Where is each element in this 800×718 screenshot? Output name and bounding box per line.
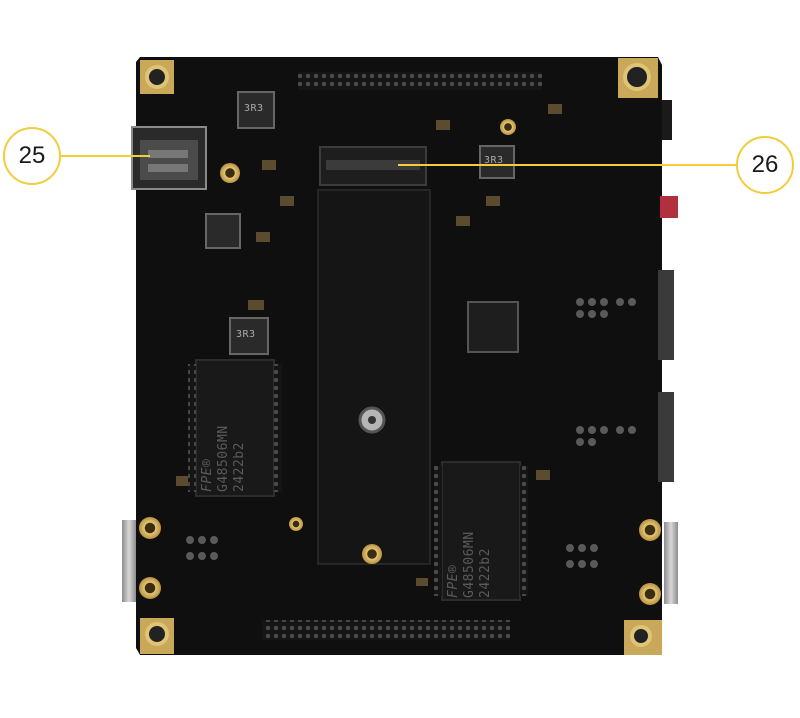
chip-2-part-number: G48506MN <box>462 531 477 598</box>
callout-26-number: 26 <box>751 151 779 178</box>
inductor-2 <box>205 213 241 249</box>
mount-hole-tl <box>145 65 169 89</box>
inductor-3 <box>229 317 269 355</box>
chip-1-brand: FPE® <box>200 458 215 492</box>
callout-26-leader <box>398 164 736 166</box>
callout-25-leader <box>60 155 150 157</box>
mount-hole-tr <box>623 63 651 91</box>
callout-25-badge: 25 <box>3 127 61 185</box>
smd-components <box>176 104 562 586</box>
mount-hole-bl <box>145 622 169 646</box>
chip-1-part-number: G48506MN <box>216 425 231 492</box>
via-clusters <box>186 298 636 568</box>
gold-test-points <box>139 119 661 605</box>
mount-hole-br <box>630 625 652 647</box>
left-connector-bottom <box>122 520 136 602</box>
m2-module-area <box>317 189 431 565</box>
right-connector-upper <box>658 270 674 360</box>
right-edge-bracket <box>662 100 672 140</box>
inductor-2-marking: 3R3 <box>236 329 256 340</box>
inductor-3-marking: 3R3 <box>484 155 504 166</box>
chip-2-brand: FPE® <box>446 564 461 598</box>
callout-25-number: 25 <box>18 142 46 169</box>
callout-26-badge: 26 <box>736 136 794 194</box>
chip-2-marking: FPE® G48506MN 2422b2 <box>446 531 494 598</box>
chip-2-date-code: 2422b2 <box>478 548 493 598</box>
inductor-4 <box>479 145 515 179</box>
chip-1-marking: FPE® G48506MN 2422b2 <box>200 425 248 492</box>
chip-1-date-code: 2422b2 <box>232 442 247 492</box>
right-connector-bottom <box>664 522 678 604</box>
inductor-1 <box>237 91 275 129</box>
inductor-1-marking: 3R3 <box>244 103 264 114</box>
controller-chip <box>467 301 519 353</box>
bottom-pin-header <box>262 620 510 640</box>
m2-standoff-bottom <box>362 544 382 564</box>
top-pin-header <box>298 72 542 90</box>
red-jack <box>660 196 678 218</box>
right-connector-mid <box>658 392 674 482</box>
